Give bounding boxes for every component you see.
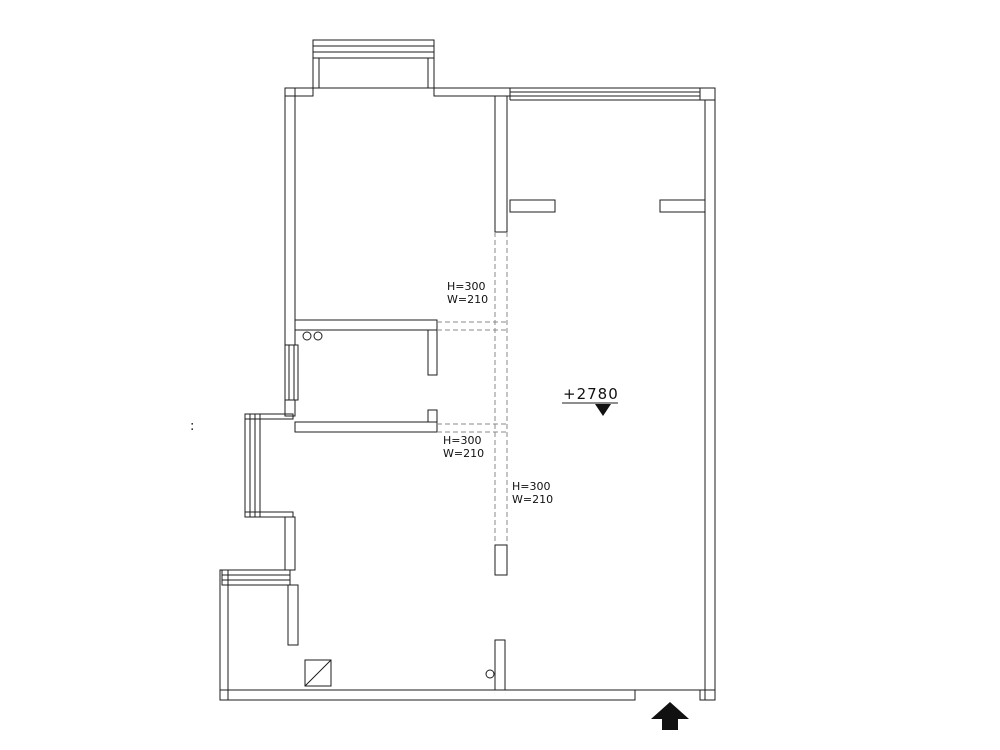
entrance-arrow-icon — [651, 702, 689, 730]
wall-top-right-corner — [699, 87, 716, 101]
bay-window-top-icon — [312, 39, 435, 89]
opening-label-2-h: H=300 — [443, 434, 481, 447]
door-hinge-icon — [485, 669, 495, 679]
wall-left-upper — [284, 87, 296, 346]
wall-bottom — [219, 689, 636, 701]
interior-wall-top-right-a — [509, 199, 556, 213]
interior-wall-h2 — [294, 421, 438, 433]
interior-wall-h1-stub — [427, 329, 438, 376]
opening-labels: H=300 W=210 H=300 W=210 H=300 W=210 — [443, 280, 553, 506]
window-bottom-left-icon — [221, 569, 291, 586]
interior-wall-top-right-b — [659, 199, 706, 213]
window-left-icon — [284, 344, 299, 401]
bay-window-left-icon — [244, 413, 294, 518]
interior-wall-vertical-stub — [494, 544, 508, 576]
window-top-right-icon — [509, 87, 701, 101]
interior-wall-vertical-top — [494, 95, 508, 233]
opening-label-3-h: H=300 — [512, 480, 550, 493]
level-marker: +2780 — [562, 385, 619, 416]
level-triangle-icon — [595, 404, 611, 416]
wall-left-bottom — [219, 569, 229, 701]
wall-right — [704, 99, 716, 701]
wall-top-left-segment — [284, 87, 314, 97]
wall-left-mid — [284, 399, 296, 417]
level-label: +2780 — [563, 385, 619, 403]
interior-wall-alcove — [287, 584, 299, 646]
wall-bottom-right-corner — [699, 689, 716, 701]
opening-dashed-lines — [437, 232, 508, 545]
opening-label-1-h: H=300 — [447, 280, 485, 293]
wall-top-middle-segment — [433, 87, 511, 97]
wall-left-lower — [284, 516, 296, 571]
shaft-symbol-icon — [304, 659, 332, 687]
opening-label-3-w: W=210 — [512, 493, 553, 506]
interior-wall-h2-stub — [427, 409, 438, 423]
interior-wall-vertical-bottom — [494, 639, 506, 691]
door-hinge-icon — [302, 331, 312, 341]
stray-colon-mark: : — [190, 419, 194, 434]
opening-label-1-w: W=210 — [447, 293, 488, 306]
door-hinge-icon — [313, 331, 323, 341]
interior-wall-h1 — [294, 319, 438, 331]
opening-label-2-w: W=210 — [443, 447, 484, 460]
